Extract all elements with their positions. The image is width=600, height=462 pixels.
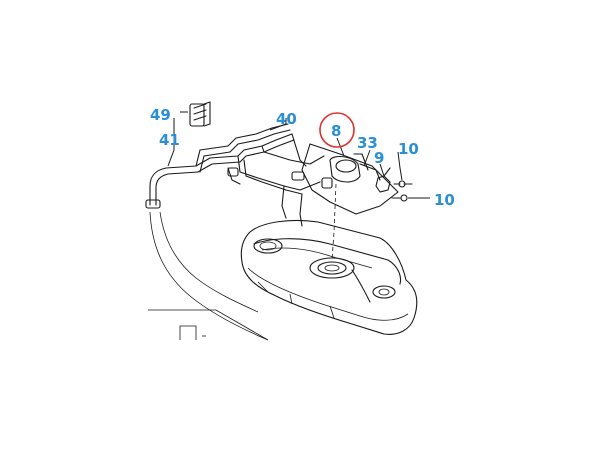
callout-8: 8 [331, 122, 341, 140]
callout-9: 9 [374, 149, 384, 167]
callout-10-right: 10 [434, 191, 455, 209]
fuel-tank [240, 219, 418, 335]
callout-40: 40 [276, 110, 297, 128]
callouts: 49 41 40 8 33 9 10 10 [150, 106, 455, 209]
vehicle-body-outline [148, 309, 269, 341]
callout-49: 49 [150, 106, 171, 124]
highlight-ring [319, 112, 355, 148]
callout-10-top: 10 [398, 140, 419, 158]
fuel-lines [145, 123, 333, 341]
fuel-pump-assembly [301, 143, 399, 261]
leader-lines [167, 111, 430, 199]
callout-41: 41 [159, 131, 180, 149]
callout-33: 33 [357, 134, 378, 152]
connector-block [189, 101, 211, 127]
bracket-and-clips [375, 167, 413, 202]
